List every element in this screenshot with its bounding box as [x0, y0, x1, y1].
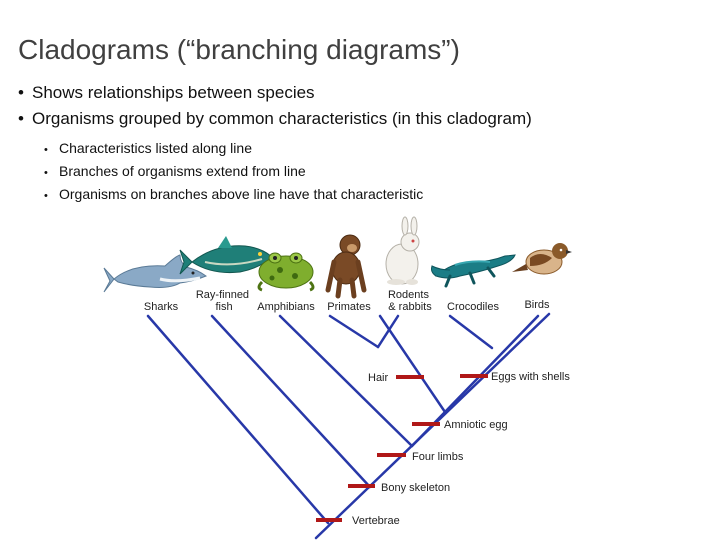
taxon-label-line: Rodents: [388, 289, 429, 301]
taxon-label-crocodiles: Crocodiles: [447, 301, 499, 313]
taxon-label-line: Ray-finned: [196, 289, 249, 301]
sub-bullet-item: • Organisms on branches above line have t…: [44, 184, 423, 207]
main-bullet-list: • Shows relationships between species • Or…: [18, 80, 532, 132]
bullet-dot: •: [44, 167, 48, 179]
tuna-fish-icon: [179, 236, 273, 275]
bullet-dot: •: [18, 109, 24, 128]
taxon-label-line: & rabbits: [388, 301, 432, 313]
taxon-label-ray-finned-fish: Ray-finned fish: [196, 289, 252, 313]
mammal-branch-line: [378, 314, 447, 414]
taxon-label-rodents-rabbits: Rodents & rabbits: [388, 289, 432, 313]
shark-branch-line: [146, 314, 330, 525]
bullet-dot: •: [44, 144, 48, 156]
taxon-label-amphibians: Amphibians: [257, 301, 315, 313]
trait-markers: [316, 374, 488, 522]
sub-bullet-item: • Characteristics listed along line: [44, 138, 423, 161]
taxon-label-sharks: Sharks: [144, 301, 179, 313]
trait-label-bony-skeleton: Bony skeleton: [381, 482, 450, 494]
chimpanzee-icon: [325, 234, 367, 299]
ray-finned-fish-branch-line: [210, 314, 372, 489]
amphibian-branch-line: [278, 314, 414, 448]
bullet-text: Organisms grouped by common characterist…: [32, 109, 532, 128]
bullet-text: Shows relationships between species: [32, 83, 315, 102]
crocodile-branch-line: [448, 314, 494, 350]
taxon-label-primates: Primates: [327, 301, 371, 313]
sub-bullet-text: Organisms on branches above line have th…: [59, 186, 424, 202]
bullet-item: • Organisms grouped by common characteris…: [18, 106, 532, 132]
rabbit-icon: [385, 216, 420, 285]
taxon-label-birds: Birds: [524, 299, 550, 311]
taxon-label-line: fish: [215, 301, 232, 313]
sparrow-icon: [512, 243, 572, 275]
bullet-dot: •: [44, 190, 48, 202]
primate-branch-line: [328, 314, 380, 349]
sub-bullet-item: • Branches of organisms extend from line: [44, 161, 423, 184]
sub-bullet-text: Characteristics listed along line: [59, 140, 252, 156]
rodent-branch-line: [376, 314, 400, 349]
bullet-dot: •: [18, 83, 24, 102]
frog-icon: [257, 252, 315, 292]
shark-icon: [103, 254, 208, 293]
bullet-item: • Shows relationships between species: [18, 80, 532, 106]
crocodile-icon: [431, 254, 516, 288]
sub-bullet-list: • Characteristics listed along line • Bran…: [44, 138, 423, 207]
trait-label-eggs-with-shells: Eggs with shells: [491, 371, 570, 383]
trait-label-four-limbs: Four limbs: [412, 451, 464, 463]
trait-label-vertebrae: Vertebrae: [352, 515, 400, 527]
trait-label-hair: Hair: [368, 372, 389, 384]
sub-bullet-text: Branches of organisms extend from line: [59, 163, 306, 179]
trait-label-amniotic-egg: Amniotic egg: [444, 419, 508, 431]
slide-title: Cladograms (“branching diagrams”): [18, 34, 460, 65]
